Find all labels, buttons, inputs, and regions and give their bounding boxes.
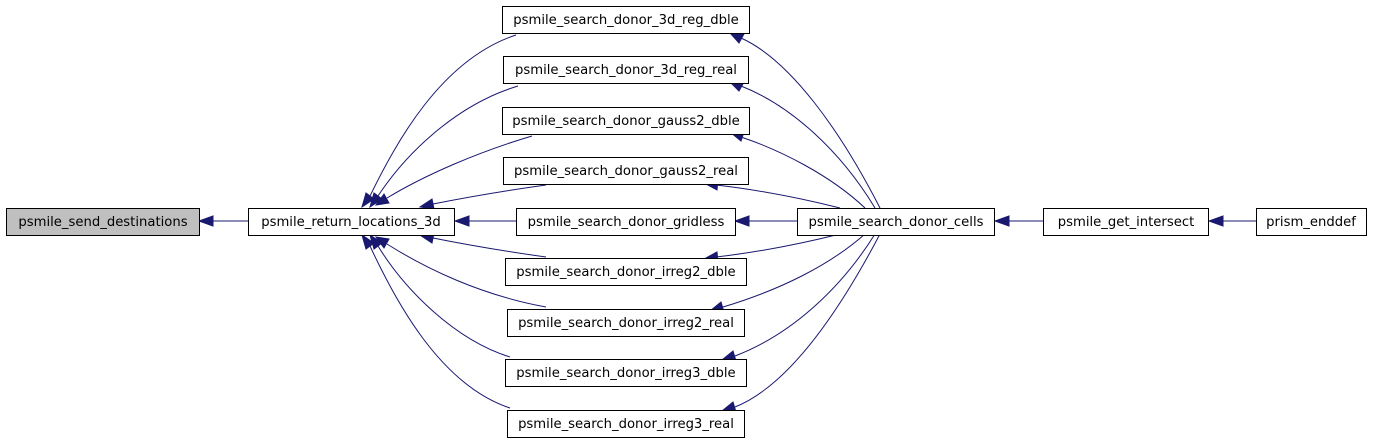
- node-donor-gridless-label: psmile_search_donor_gridless: [528, 215, 725, 230]
- node-donor-3d-reg-dble[interactable]: psmile_search_donor_3d_reg_dble: [502, 6, 750, 34]
- node-donor-cells-label: psmile_search_donor_cells: [809, 215, 984, 230]
- node-donor-irreg2-real[interactable]: psmile_search_donor_irreg2_real: [507, 309, 745, 337]
- node-enddef[interactable]: prism_enddef: [1256, 208, 1367, 236]
- edge-enddef-to-get-intersect: [1207, 215, 1256, 227]
- node-donor-gauss2-dble[interactable]: psmile_search_donor_gauss2_dble: [502, 107, 750, 135]
- node-donor-cells[interactable]: psmile_search_donor_cells: [797, 208, 995, 236]
- edge-get-intersect-to-donor-cells: [993, 215, 1043, 227]
- node-donor-irreg2-real-label: psmile_search_donor_irreg2_real: [518, 316, 734, 331]
- edge-return-locations-to-send-destinations: [197, 215, 248, 227]
- node-donor-gauss2-real-label: psmile_search_donor_gauss2_real: [514, 164, 738, 179]
- node-return-locations-3d-label: psmile_return_locations_3d: [261, 215, 441, 230]
- edge-gauss2-real-to-return-locations: [418, 184, 547, 210]
- edge-gauss2-dble-to-return-locations: [374, 135, 533, 206]
- node-donor-irreg3-real[interactable]: psmile_search_donor_irreg3_real: [507, 410, 745, 438]
- edge-donor-cells-to-gridless: [733, 215, 797, 227]
- edge-donor-cells-to-3d-reg-real: [728, 81, 876, 209]
- node-donor-irreg3-dble[interactable]: psmile_search_donor_irreg3_dble: [505, 359, 747, 387]
- node-get-intersect-label: psmile_get_intersect: [1058, 215, 1195, 230]
- edge-irreg2-dble-to-return-locations: [418, 232, 547, 258]
- node-donor-irreg3-real-label: psmile_search_donor_irreg3_real: [518, 417, 734, 432]
- node-donor-irreg2-dble-label: psmile_search_donor_irreg2_dble: [516, 265, 735, 280]
- edge-donor-cells-to-irreg2-dble: [702, 233, 841, 263]
- edge-donor-cells-to-gauss2-dble: [728, 131, 866, 209]
- edge-3d-reg-dble-to-return-locations: [361, 34, 517, 209]
- node-send-destinations-label: psmile_send_destinations: [18, 215, 187, 230]
- node-donor-irreg3-dble-label: psmile_search_donor_irreg3_dble: [516, 366, 735, 381]
- node-donor-gridless[interactable]: psmile_search_donor_gridless: [516, 208, 736, 236]
- node-donor-3d-reg-dble-label: psmile_search_donor_3d_reg_dble: [513, 13, 739, 28]
- node-send-destinations[interactable]: psmile_send_destinations: [6, 208, 200, 236]
- edge-3d-reg-real-to-return-locations: [369, 85, 519, 209]
- node-donor-gauss2-dble-label: psmile_search_donor_gauss2_dble: [512, 114, 739, 129]
- node-enddef-label: prism_enddef: [1266, 215, 1356, 230]
- node-donor-gauss2-real[interactable]: psmile_search_donor_gauss2_real: [503, 157, 749, 185]
- node-donor-irreg2-dble[interactable]: psmile_search_donor_irreg2_dble: [505, 258, 747, 286]
- node-get-intersect[interactable]: psmile_get_intersect: [1043, 208, 1209, 236]
- node-donor-3d-reg-real-label: psmile_search_donor_3d_reg_real: [515, 63, 737, 78]
- node-donor-3d-reg-real[interactable]: psmile_search_donor_3d_reg_real: [503, 56, 749, 84]
- node-return-locations-3d[interactable]: psmile_return_locations_3d: [248, 208, 455, 236]
- edge-irreg3-real-to-return-locations: [361, 233, 511, 409]
- edge-gridless-to-return-locations: [453, 215, 516, 227]
- edge-irreg3-dble-to-return-locations: [369, 233, 511, 358]
